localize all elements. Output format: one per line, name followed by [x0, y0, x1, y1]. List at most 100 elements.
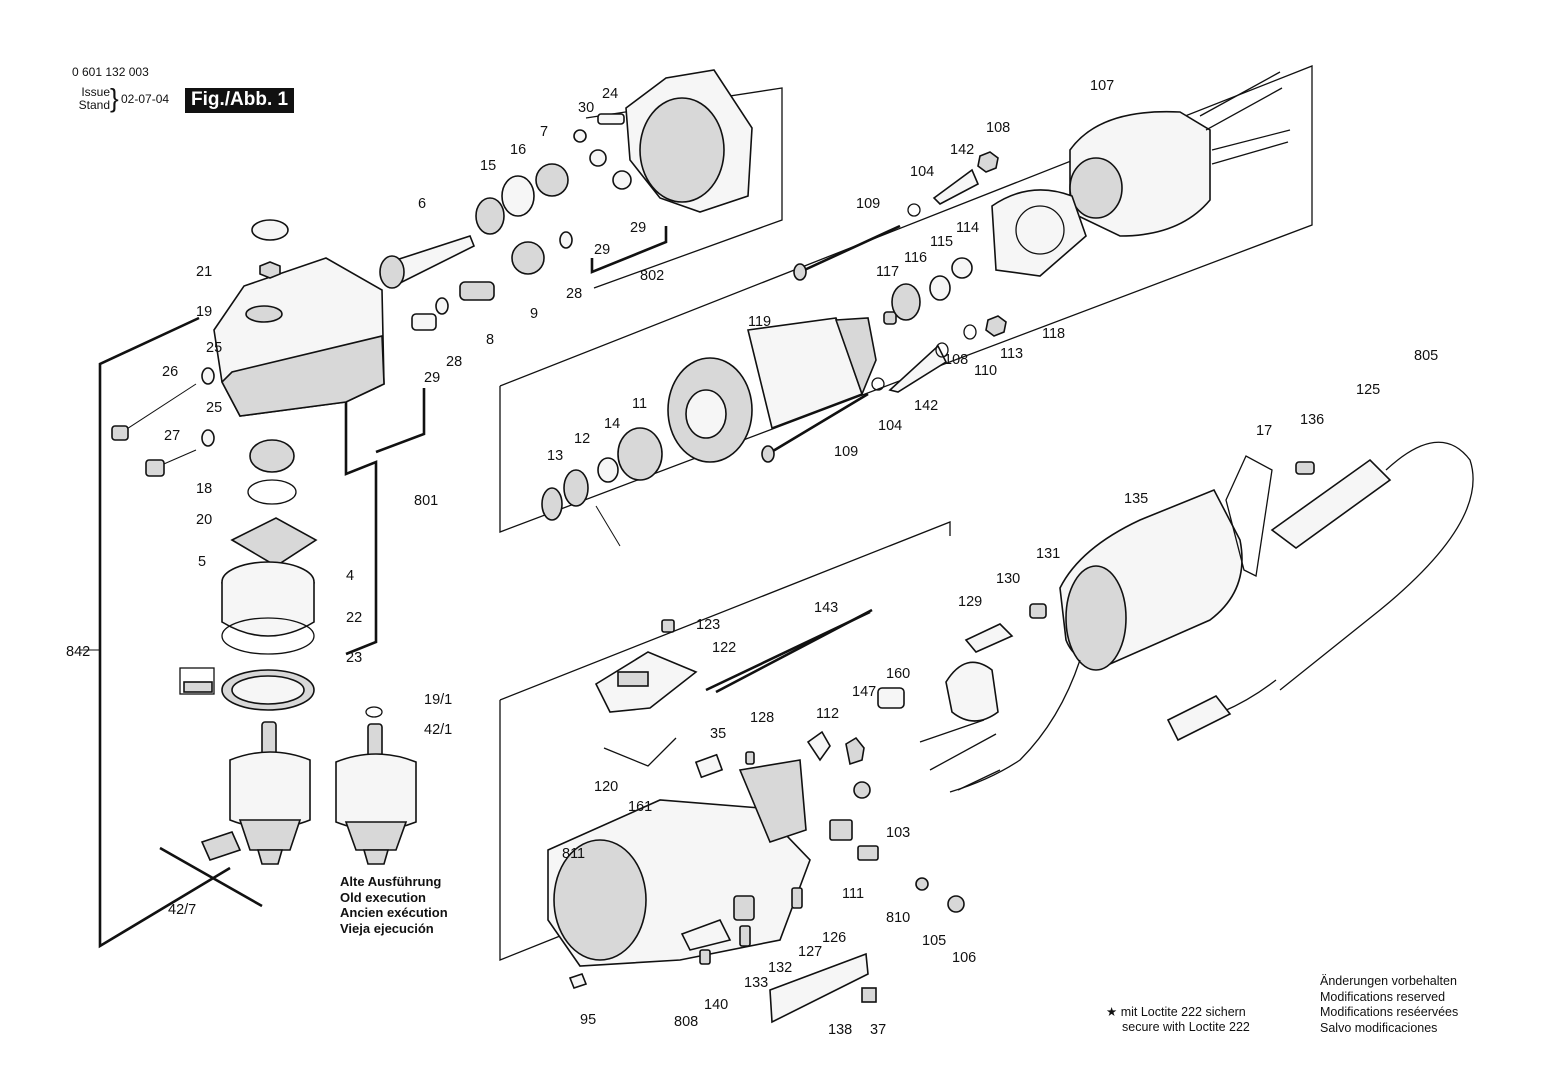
- sleeve-4: [221, 582, 315, 637]
- switch-box-outline-left: [499, 700, 561, 961]
- bearing-18: [249, 439, 295, 473]
- modifications-note: Änderungen vorbehalten Modifications res…: [1320, 974, 1458, 1036]
- part-callout: 29: [630, 220, 646, 236]
- part-callout: 118: [1042, 326, 1065, 342]
- part-callout: 8: [486, 332, 494, 348]
- part-callout: 22: [346, 610, 362, 626]
- part-callout: 30: [578, 100, 594, 116]
- issue-label: Issue: [81, 85, 110, 99]
- part-callout: 138: [828, 1022, 852, 1038]
- part-callout: 27: [164, 428, 180, 444]
- cable-sleeve-125: [1270, 458, 1392, 549]
- part-callout: 108: [944, 352, 968, 368]
- part-callout: 110: [974, 363, 997, 379]
- part-callout: 15: [480, 158, 496, 174]
- part-callout: 143: [814, 600, 838, 616]
- part-callout: 130: [996, 571, 1020, 587]
- loctite-line: secure with Loctite 222: [1122, 1020, 1250, 1034]
- part-callout: 126: [822, 930, 846, 946]
- bearing-116: [891, 283, 921, 321]
- motor-box-outline: [499, 65, 1313, 533]
- part-callout: 26: [162, 364, 178, 380]
- cap-21: [251, 219, 289, 241]
- part-callout: 842: [66, 644, 90, 660]
- modifications-line: Salvo modificaciones: [1320, 1020, 1438, 1035]
- label-138: [769, 952, 869, 1024]
- nut-19: [259, 261, 281, 279]
- chuck-new: [229, 751, 311, 829]
- star-icon: ★: [1106, 1005, 1118, 1019]
- part-callout: 104: [910, 164, 934, 180]
- capacitor-129: [945, 661, 999, 722]
- part-callout: 801: [414, 493, 438, 509]
- part-callout: 9: [530, 306, 538, 322]
- modifications-line: Modifications reserved: [1320, 989, 1446, 1004]
- part-callout: 106: [952, 950, 976, 966]
- part-callout: 23: [346, 650, 362, 666]
- part-callout: 123: [696, 617, 720, 633]
- part-callout: 6: [418, 196, 426, 212]
- part-callout: 128: [750, 710, 774, 726]
- part-callout: 103: [886, 825, 910, 841]
- part-number: 0 601 132 003: [72, 65, 149, 79]
- part-callout: 160: [886, 666, 910, 682]
- part-callout: 42/7: [168, 902, 196, 918]
- part-callout: 808: [674, 1014, 698, 1030]
- part-callout: 95: [580, 1012, 596, 1028]
- part-callout: 115: [930, 234, 953, 250]
- bracket-801: [344, 402, 378, 656]
- part-callout: 136: [1300, 412, 1324, 428]
- handle-and-cable: [949, 441, 1474, 793]
- part-callout: 4: [346, 568, 354, 584]
- part-callout: 109: [834, 444, 858, 460]
- chuck-old: [335, 753, 417, 831]
- gear-7: [535, 163, 569, 197]
- part-callout: 11: [632, 396, 647, 412]
- old-execution-line: Old execution: [340, 889, 426, 905]
- bracket-801-top: [375, 388, 426, 454]
- part-callout: 24: [602, 86, 618, 102]
- part-callout: 113: [1000, 346, 1023, 362]
- part-callout: 35: [710, 726, 726, 742]
- bearing-11: [617, 427, 663, 481]
- part-callout: 109: [856, 196, 880, 212]
- part-callout: 104: [878, 418, 902, 434]
- part-callout: 131: [1036, 546, 1060, 562]
- plug: [1166, 694, 1232, 742]
- part-callout: 28: [566, 286, 582, 302]
- part-callout: 14: [604, 416, 620, 432]
- plate-118: [991, 189, 1087, 277]
- part-callout: 120: [594, 779, 618, 795]
- callout-labels: 2430716156292980228982829211925262527182…: [66, 78, 1438, 1038]
- part-callout: 19/1: [424, 692, 452, 708]
- part-callout: 28: [446, 354, 462, 370]
- part-callout: 122: [712, 640, 736, 656]
- stand-label: Stand: [78, 98, 110, 112]
- part-callout: 116: [904, 250, 927, 266]
- modifications-line: Änderungen vorbehalten: [1320, 974, 1457, 988]
- part-callout: 161: [628, 799, 652, 815]
- part-callout: 805: [1414, 348, 1438, 364]
- part-callout: 25: [206, 340, 222, 356]
- part-callout: 119: [748, 314, 771, 330]
- bracket-842: [98, 316, 231, 949]
- part-callout: 20: [196, 512, 212, 528]
- part-callout: 142: [950, 142, 974, 158]
- part-callout: 108: [986, 120, 1010, 136]
- pinion-8: [459, 281, 495, 301]
- part-callout: 29: [594, 242, 610, 258]
- part-callout: 125: [1356, 382, 1380, 398]
- part-callout: 810: [886, 910, 910, 926]
- part-callout: 133: [744, 975, 768, 991]
- brace-glyph: }: [110, 83, 119, 113]
- part-callout: 19: [196, 304, 212, 320]
- part-callout: 135: [1124, 491, 1148, 507]
- part-callout: 18: [196, 481, 212, 497]
- part-callout: 111: [842, 886, 864, 902]
- part-callout: 147: [852, 684, 876, 700]
- part-callout: 127: [798, 944, 822, 960]
- part-callout: 112: [816, 706, 839, 722]
- part-callout: 37: [870, 1022, 886, 1038]
- modifications-line: Modifications reséervées: [1320, 1005, 1459, 1019]
